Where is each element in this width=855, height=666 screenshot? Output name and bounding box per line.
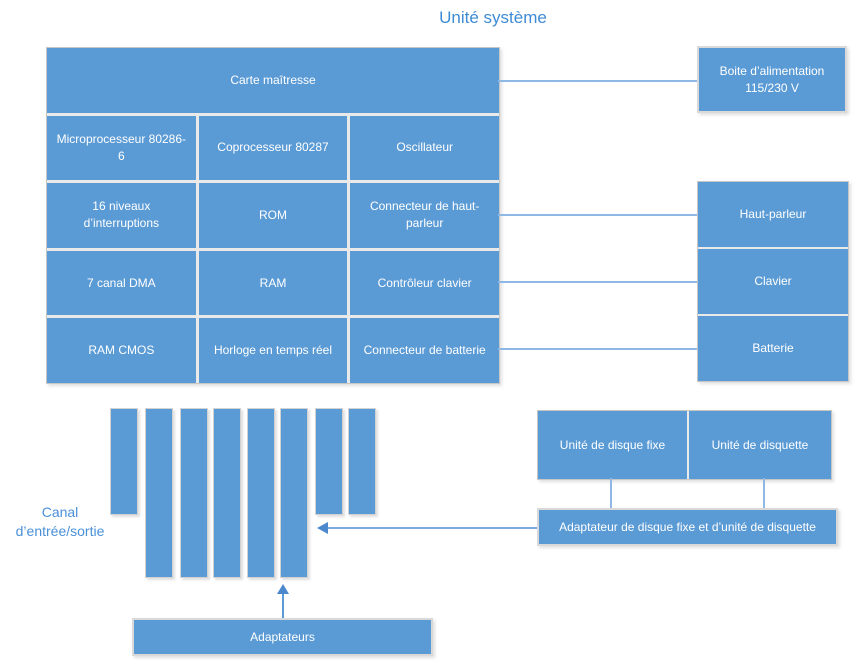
power-supply-label-line1: Boite d’alimentation — [719, 63, 825, 78]
power-supply-label-line2: 115/230 V — [745, 80, 799, 95]
box-carte-maitresse: Carte maîtresse — [47, 48, 499, 113]
expansion-slot — [145, 408, 173, 578]
box-boite-alimentation: Boite d’alimentation 115/230 V — [697, 46, 847, 113]
box-connecteur-batterie: Connecteur de batterie — [350, 318, 499, 383]
peripheral-stack: Haut-parleur Clavier Batterie — [697, 181, 849, 382]
box-connecteur-haut-parleur: Connecteur de haut-parleur — [350, 183, 499, 248]
box-oscillateur: Oscillateur — [350, 115, 499, 181]
arrow-up-icon — [277, 584, 289, 594]
arrow-line-adaptateurs-slots — [282, 593, 284, 618]
connector-haut-parleur — [498, 214, 697, 216]
expansion-slot — [315, 408, 343, 515]
arrow-line-adaptateur-slots — [328, 527, 537, 529]
expansion-slot — [280, 408, 308, 578]
expansion-slot — [110, 408, 138, 515]
storage-units: Unité de disque fixe Unité de disquette — [537, 410, 832, 480]
box-unite-disquette: Unité de disquette — [689, 411, 831, 479]
box-adaptateur-disque: Adaptateur de disque fixe et d’unité de … — [537, 508, 838, 546]
io-channel-label-line1: Canal — [41, 504, 79, 520]
page-title: Unité système — [439, 8, 547, 27]
box-clavier: Clavier — [698, 249, 848, 314]
box-microprocesseur: Microprocesseur 80286-6 — [47, 115, 196, 181]
box-ram-cmos: RAM CMOS — [47, 318, 196, 383]
expansion-slot — [213, 408, 241, 578]
box-horloge-temps-reel: Horloge en temps réel — [198, 318, 348, 383]
connector-carte-alimentation — [498, 80, 697, 82]
expansion-slot — [247, 408, 275, 578]
box-haut-parleur: Haut-parleur — [698, 182, 848, 247]
connector-clavier — [498, 281, 697, 283]
box-batterie: Batterie — [698, 316, 848, 381]
box-adaptateurs: Adaptateurs — [132, 618, 433, 656]
arrow-left-icon — [317, 522, 328, 534]
expansion-slot — [180, 408, 208, 578]
io-channel-label-line2: d’entrée/sortie — [15, 523, 105, 539]
connector-batterie — [498, 348, 697, 350]
box-ram: RAM — [198, 250, 348, 316]
box-unite-disque-fixe: Unité de disque fixe — [538, 411, 687, 479]
connector-disquette-adaptateur — [763, 478, 765, 508]
io-channel-label: Canal d’entrée/sortie — [0, 503, 120, 541]
box-canal-dma: 7 canal DMA — [47, 250, 196, 316]
adapter-label: Adaptateur de disque fixe et d’unité de … — [559, 519, 816, 534]
motherboard-grid: Carte maîtresse Microprocesseur 80286-6 … — [46, 47, 500, 384]
box-niveaux-interruptions: 16 niveaux d’interruptions — [47, 183, 196, 248]
expansion-slot — [348, 408, 376, 515]
adapters-label: Adaptateurs — [250, 629, 315, 644]
connector-disque-fixe-adaptateur — [610, 478, 612, 508]
box-rom: ROM — [198, 183, 348, 248]
box-controleur-clavier: Contrôleur clavier — [350, 250, 499, 316]
box-coprocesseur: Coprocesseur 80287 — [198, 115, 348, 181]
